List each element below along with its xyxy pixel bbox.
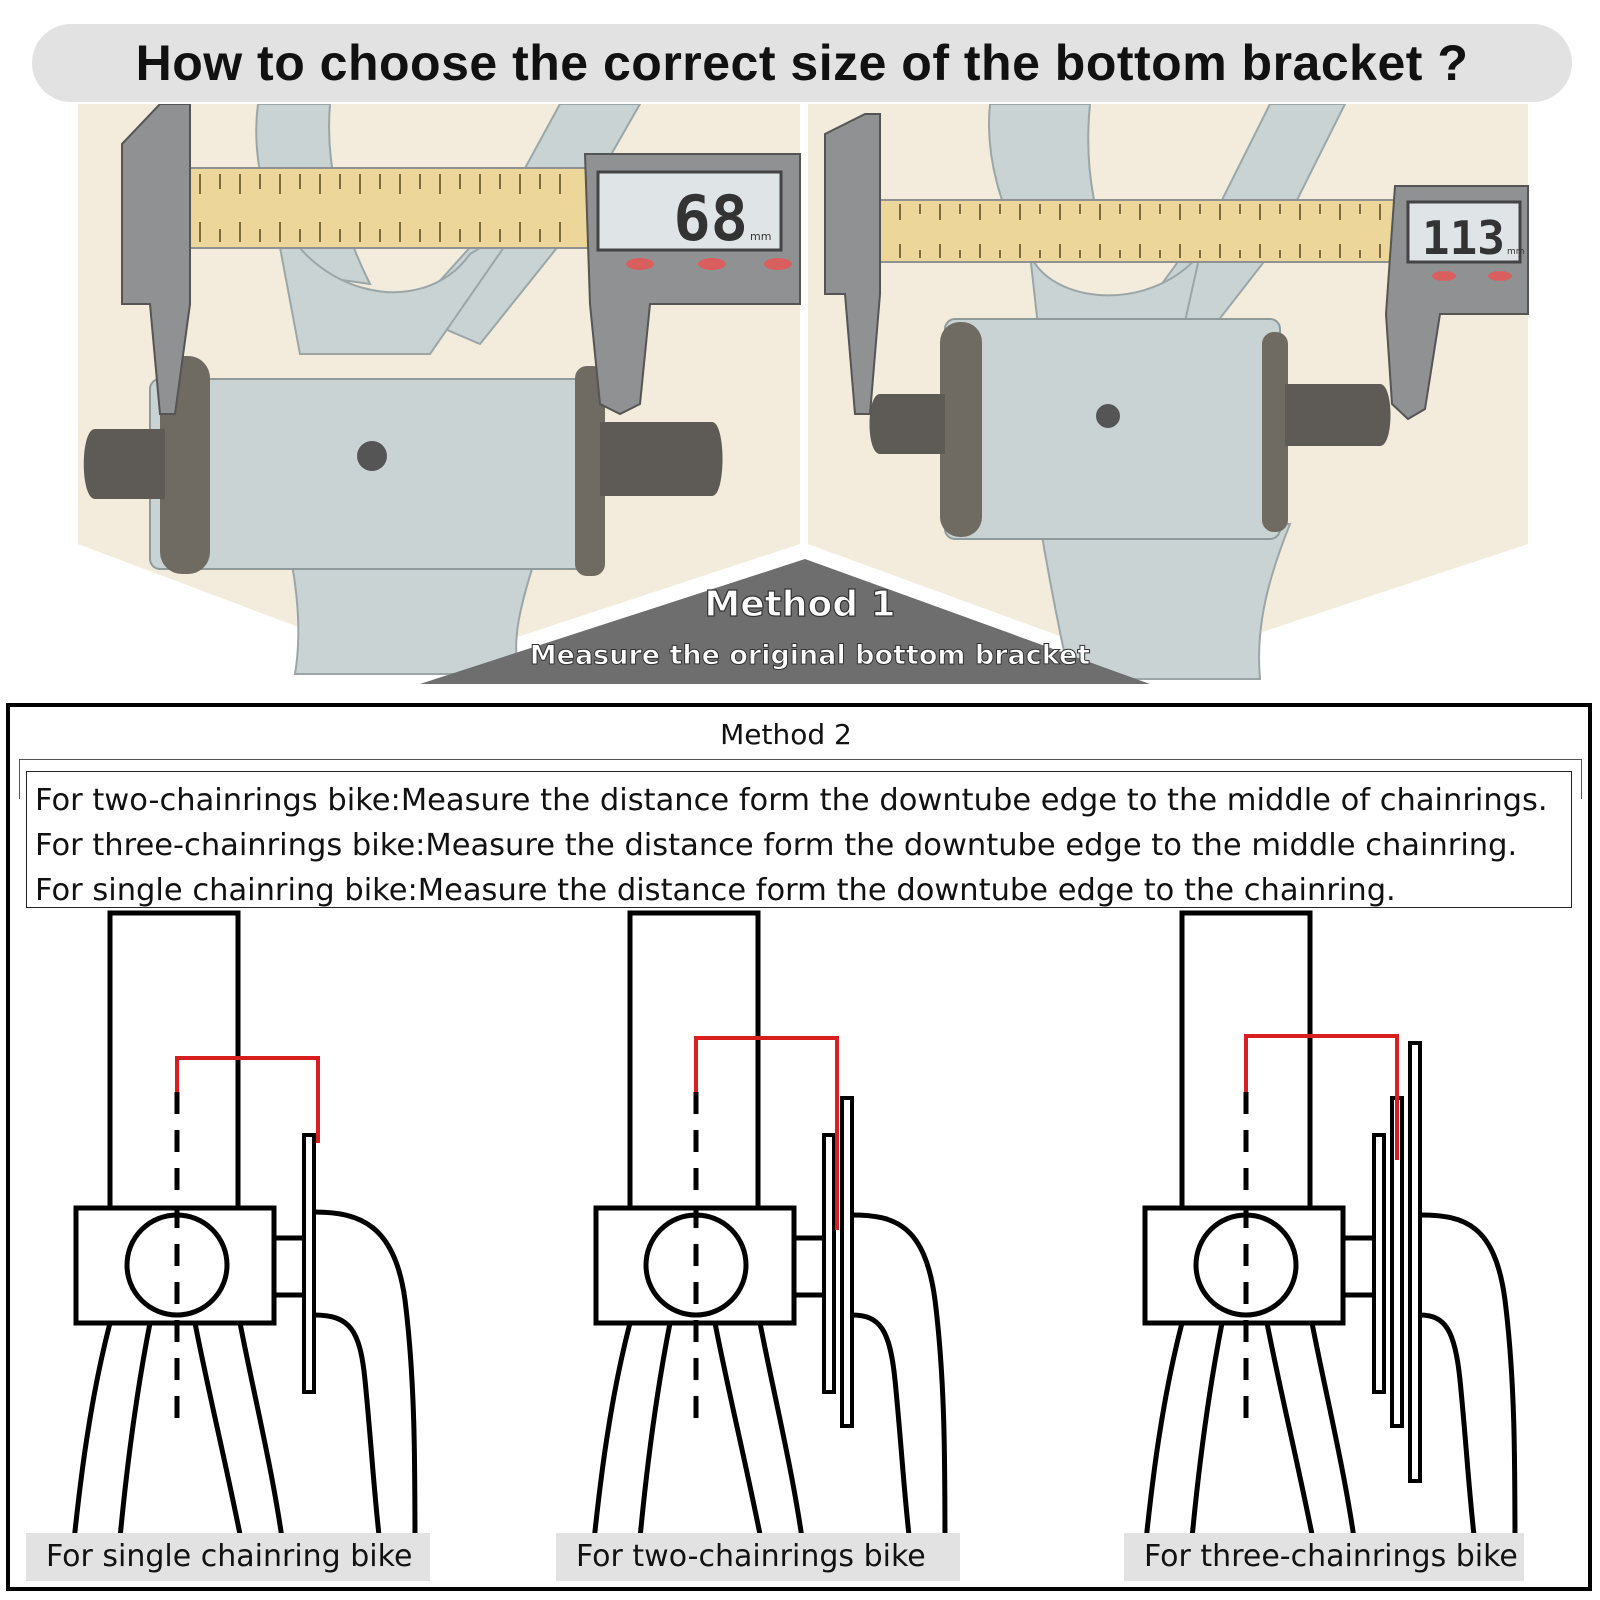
measure-line-three (1244, 1034, 1399, 1160)
instruction-single-chainring: For single chainring bike:Measure the di… (35, 873, 1396, 908)
caption-single-chainring: For single chainring bike (26, 1533, 430, 1581)
diagram-three-chainrings (1141, 910, 1518, 1561)
caption-two-chainrings: For two-chainrings bike (556, 1533, 960, 1581)
chainring-diagrams (69, 910, 1518, 1561)
caliper-reading-right: 113 (1422, 211, 1505, 265)
caliper-unit-right: mm (1507, 247, 1525, 257)
diagram-two-chainrings (589, 910, 948, 1561)
method2-instructions: For two-chainrings bike:Measure the dist… (26, 771, 1572, 908)
caliper-unit-left: mm (750, 230, 771, 243)
instruction-three-chainrings: For three-chainrings bike:Measure the di… (35, 828, 1518, 863)
diagram-single-chainring (69, 910, 418, 1561)
method1-illustration: 68 mm 113 mm Method 1 Measure the origin… (78, 104, 1529, 684)
measurement-markers (175, 1034, 1399, 1230)
caliper-reading-left: 68 (673, 182, 748, 255)
measure-line-single (175, 1056, 320, 1143)
method1-banner (420, 559, 1150, 684)
ruler-ticks-left (199, 174, 561, 242)
method1-heading: Method 1 (704, 584, 895, 625)
caliper-panel-left: 68 mm (78, 104, 801, 675)
measure-line-two (694, 1036, 839, 1230)
caption-three-chainrings: For three-chainrings bike (1124, 1533, 1524, 1581)
caliper-panel-right: 113 mm (808, 104, 1529, 680)
title-banner: How to choose the correct size of the bo… (32, 24, 1572, 102)
method2-instruction-outline (19, 759, 1582, 799)
instruction-two-chainrings: For two-chainrings bike:Measure the dist… (35, 783, 1548, 818)
page-title: How to choose the correct size of the bo… (135, 35, 1469, 91)
method1-subtitle: Measure the original bottom bracket (530, 640, 1091, 671)
method2-heading: Method 2 (720, 718, 852, 751)
ruler-ticks-right (899, 204, 1381, 258)
